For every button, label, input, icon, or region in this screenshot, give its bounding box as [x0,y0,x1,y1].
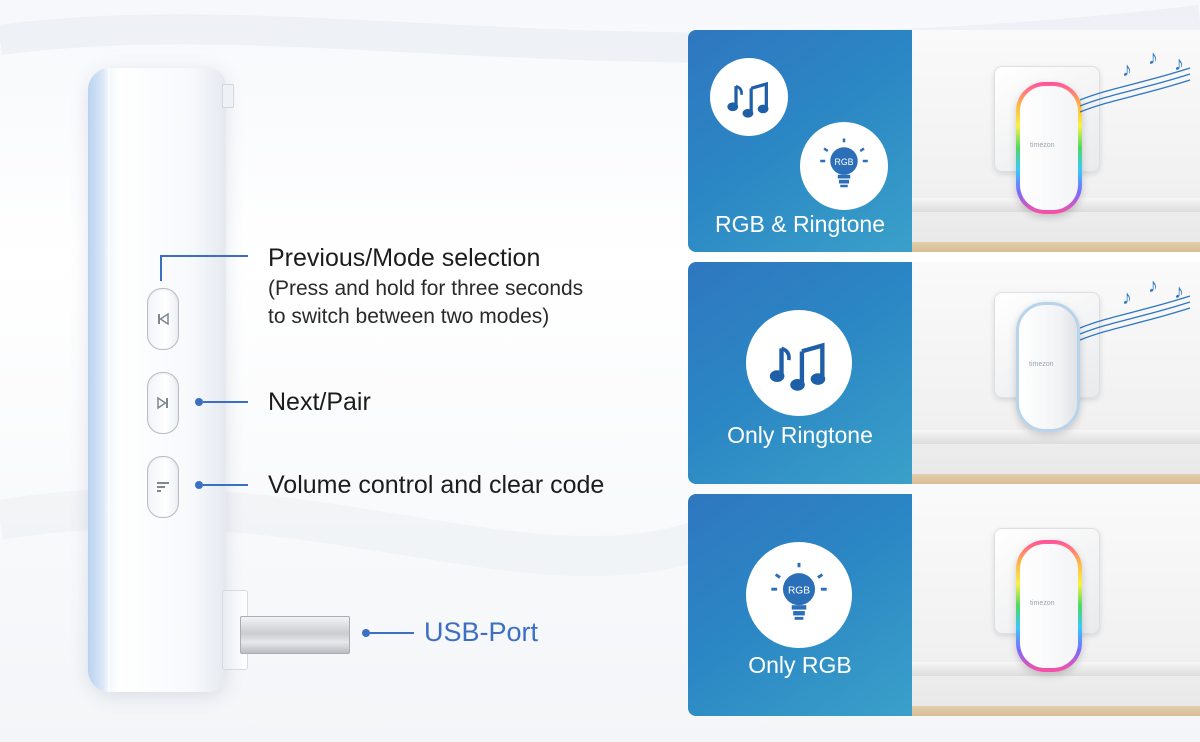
usb-leader-line [370,632,414,634]
brand-mark: timezon [1030,142,1055,149]
bulb-rgb-text: RGB [788,586,810,597]
mode-scene: timezon ♪ ♪ ♪ [912,262,1200,484]
prev-leader-vertical [160,255,162,281]
next-leader-line [203,401,248,403]
floor [912,474,1200,484]
chime-plain: timezon [1016,302,1080,432]
previous-mode-button[interactable] [147,288,179,350]
usb-plug [240,616,350,654]
mode-title: RGB & Ringtone [714,211,886,237]
bulb-rgb-text: RGB [835,157,854,167]
mode-panel-info: RGB Only RGB [688,494,912,716]
svg-text:♪: ♪ [1174,281,1184,303]
device-light-edge [88,68,110,692]
volume-label: Volume control and clear code [268,471,605,499]
music-notes-stream-icon: ♪ ♪ ♪ [1080,276,1191,341]
volume-leader-dot [195,481,203,489]
volume-bars-icon [157,482,169,492]
svg-text:♪: ♪ [1122,287,1132,309]
device-clip [222,84,234,108]
rgb-bulb-icon: RGB [800,122,888,210]
music-notes-icon [746,310,852,416]
usb-leader-dot [362,629,370,637]
mode-panel-only-ringtone: Only Ringtone timezon ♪ ♪ ♪ [688,262,1200,484]
music-notes-icon [710,58,788,136]
previous-icon [158,312,169,326]
wall-trim [912,662,1200,676]
doorbell-receiver-device [0,0,360,742]
brand-mark: timezon [1030,600,1055,607]
next-leader-dot [195,398,203,406]
prev-mode-detail-1: (Press and hold for three seconds [268,277,584,300]
chime-rgb-ring: timezon [1016,82,1082,214]
wall-trim [912,430,1200,444]
mode-panel-info: RGB RGB & Ringtone [688,30,912,252]
next-pair-label: Next/Pair [268,388,371,416]
next-pair-button[interactable] [147,372,179,434]
usb-port-label: USB-Port [424,617,539,647]
svg-text:♪: ♪ [1148,276,1158,297]
brand-mark: timezon [1029,361,1054,368]
mode-panel-rgb-ringtone: RGB RGB & Ringtone timezon ♪ ♪ ♪ [688,30,1200,252]
svg-text:♪: ♪ [1174,53,1184,75]
chime-rgb-ring: timezon [1016,540,1082,672]
floor [912,706,1200,716]
mode-title: Only RGB [748,652,852,678]
next-icon [157,396,168,410]
music-notes-stream-icon: ♪ ♪ ♪ [1080,48,1191,113]
rgb-bulb-icon: RGB [746,542,852,648]
mode-scene: timezon ♪ ♪ ♪ [912,30,1200,252]
prev-mode-detail-2: to switch between two modes) [268,305,550,328]
mode-scene: timezon [912,494,1200,716]
mode-panel-info: Only Ringtone [688,262,912,484]
floor [912,242,1200,252]
volume-button[interactable] [147,456,179,518]
volume-leader-line [203,484,248,486]
mode-title: Only Ringtone [727,422,873,448]
svg-text:♪: ♪ [1148,48,1158,69]
mode-panel-only-rgb: RGB Only RGB timezon [688,494,1200,716]
svg-text:♪: ♪ [1122,59,1132,81]
prev-mode-label: Previous/Mode selection [268,244,541,272]
prev-leader-horizontal [160,255,248,257]
